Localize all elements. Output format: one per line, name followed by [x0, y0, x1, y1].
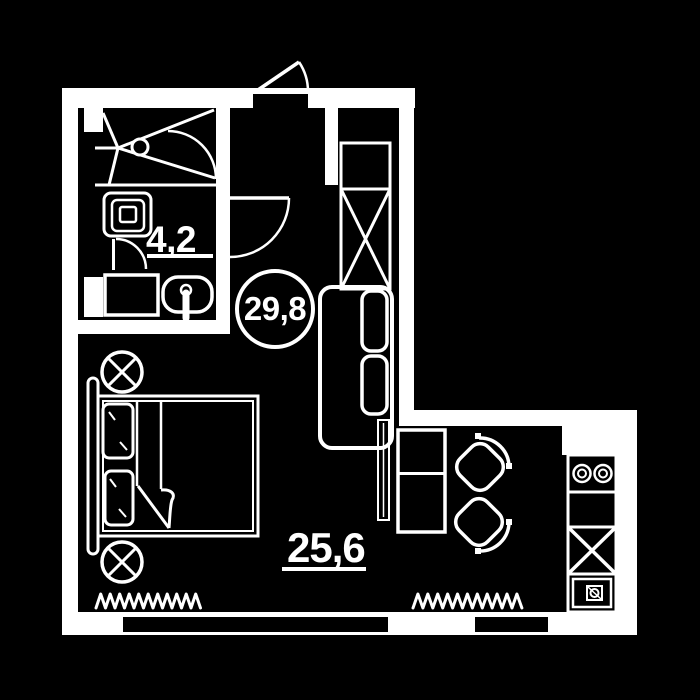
radiator — [94, 592, 202, 610]
blanket-fold — [136, 485, 175, 529]
window-kitchen — [475, 617, 548, 632]
entrance-door — [254, 60, 310, 94]
entry-cabinet — [339, 141, 392, 191]
sofa-cushion — [360, 289, 389, 353]
bedside-lamp-icon — [100, 350, 144, 394]
total-area-circle — [235, 269, 315, 349]
washbasin — [161, 275, 214, 322]
kitchen-unit-x — [566, 525, 618, 576]
chair — [453, 496, 512, 554]
main-room-area-label: 25,6 — [287, 524, 366, 571]
entrance-threshold — [253, 94, 308, 108]
bathroom-cabinet-door — [112, 237, 148, 270]
kitchen-counter — [566, 490, 618, 529]
wardrobe-x — [339, 187, 392, 291]
kitchen-stove — [566, 453, 618, 494]
main-room-area-underline — [282, 567, 366, 571]
bathroom-door-swing — [229, 196, 291, 259]
sofa — [318, 285, 394, 450]
washing-machine-icon — [102, 191, 153, 238]
wall-openings — [123, 94, 548, 632]
bedside-lamp-icon — [100, 540, 144, 584]
window-main-room — [123, 617, 388, 632]
total-area-label: 29,8 — [243, 289, 307, 327]
tv-panel — [377, 419, 390, 521]
pillow — [101, 402, 135, 460]
sink-bowl-icon — [586, 585, 603, 601]
bathroom-area-underline — [147, 254, 213, 258]
kitchen-sink — [566, 572, 618, 614]
dining-table — [396, 428, 447, 534]
chair — [454, 433, 512, 493]
shower-head-icon — [130, 137, 150, 157]
bed — [86, 376, 260, 556]
bathroom-area-label: 4,2 — [146, 219, 196, 260]
pillow — [103, 469, 135, 527]
sofa-cushion — [360, 354, 389, 416]
toilet — [103, 273, 160, 317]
shower — [95, 108, 218, 187]
radiator — [411, 592, 524, 610]
burner-icon — [593, 463, 613, 484]
burner-icon — [572, 463, 592, 484]
